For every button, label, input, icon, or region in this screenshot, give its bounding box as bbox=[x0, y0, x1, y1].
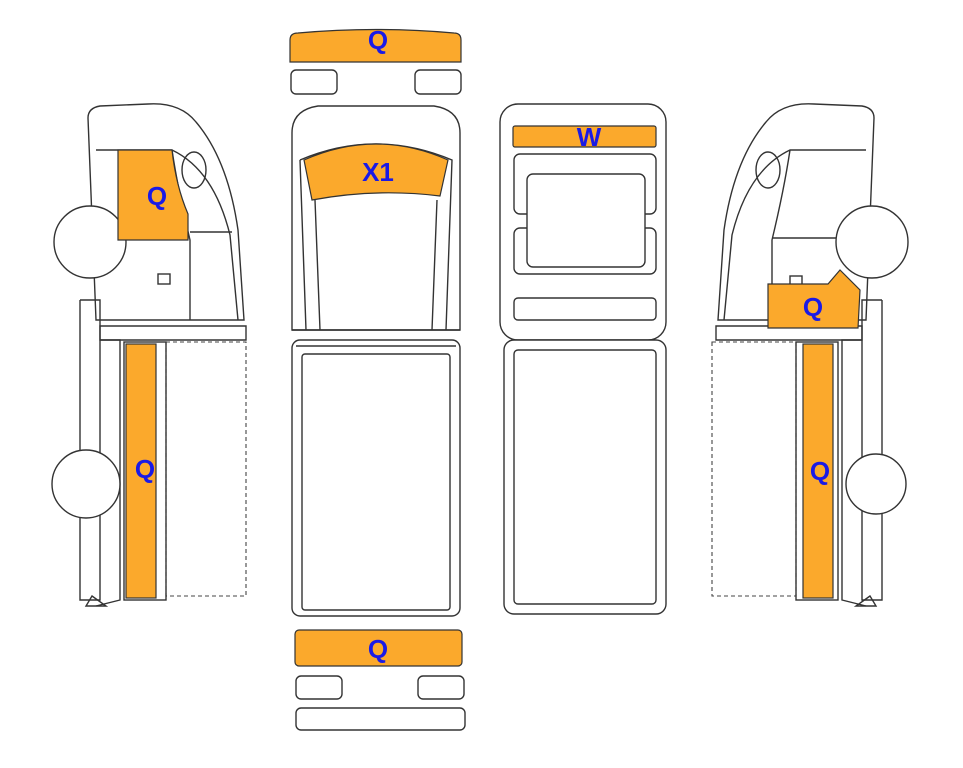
left-cargo-outline bbox=[165, 341, 247, 597]
rear-view bbox=[499, 103, 667, 615]
right-cargo-side-zone[interactable] bbox=[802, 343, 834, 599]
right-rear-wheel bbox=[845, 453, 907, 515]
rear-bumper-zone[interactable] bbox=[294, 629, 463, 667]
windshield-label[interactable]: X1 bbox=[362, 157, 394, 187]
left-door-label[interactable]: Q bbox=[147, 181, 167, 211]
cab-rear-window bbox=[526, 173, 646, 268]
left-front-wheel bbox=[53, 205, 127, 279]
right-front-wheel bbox=[835, 205, 909, 279]
left-taillight bbox=[295, 675, 343, 700]
front-bumper-zone[interactable] bbox=[289, 28, 462, 63]
front-bumper-label[interactable]: Q bbox=[368, 25, 388, 55]
right-side-view bbox=[711, 103, 909, 607]
rear-window-zone[interactable] bbox=[512, 125, 657, 148]
left-cargo-side-label[interactable]: Q bbox=[135, 454, 155, 484]
right-headlight bbox=[414, 69, 462, 95]
right-door-zone[interactable] bbox=[767, 269, 861, 329]
right-cargo-side-label[interactable]: Q bbox=[810, 456, 830, 486]
zone-labels: Q X1 W Q Q Q Q Q bbox=[135, 25, 830, 664]
rear-step bbox=[295, 707, 466, 731]
right-cab-body bbox=[717, 103, 875, 321]
cab-front-body bbox=[291, 105, 461, 331]
right-door-label[interactable]: Q bbox=[803, 292, 823, 322]
left-cargo-side-zone[interactable] bbox=[125, 343, 157, 599]
rear-lights bbox=[295, 675, 466, 731]
right-cargo-outline bbox=[711, 341, 797, 597]
left-rear-wheel bbox=[51, 449, 121, 519]
windshield-zone[interactable] bbox=[303, 143, 449, 201]
damage-zones bbox=[117, 28, 861, 667]
left-headlight bbox=[290, 69, 338, 95]
right-taillight bbox=[417, 675, 465, 700]
rear-window-label[interactable]: W bbox=[577, 122, 602, 152]
rear-bumper-label[interactable]: Q bbox=[368, 634, 388, 664]
left-door-zone[interactable] bbox=[117, 149, 189, 241]
